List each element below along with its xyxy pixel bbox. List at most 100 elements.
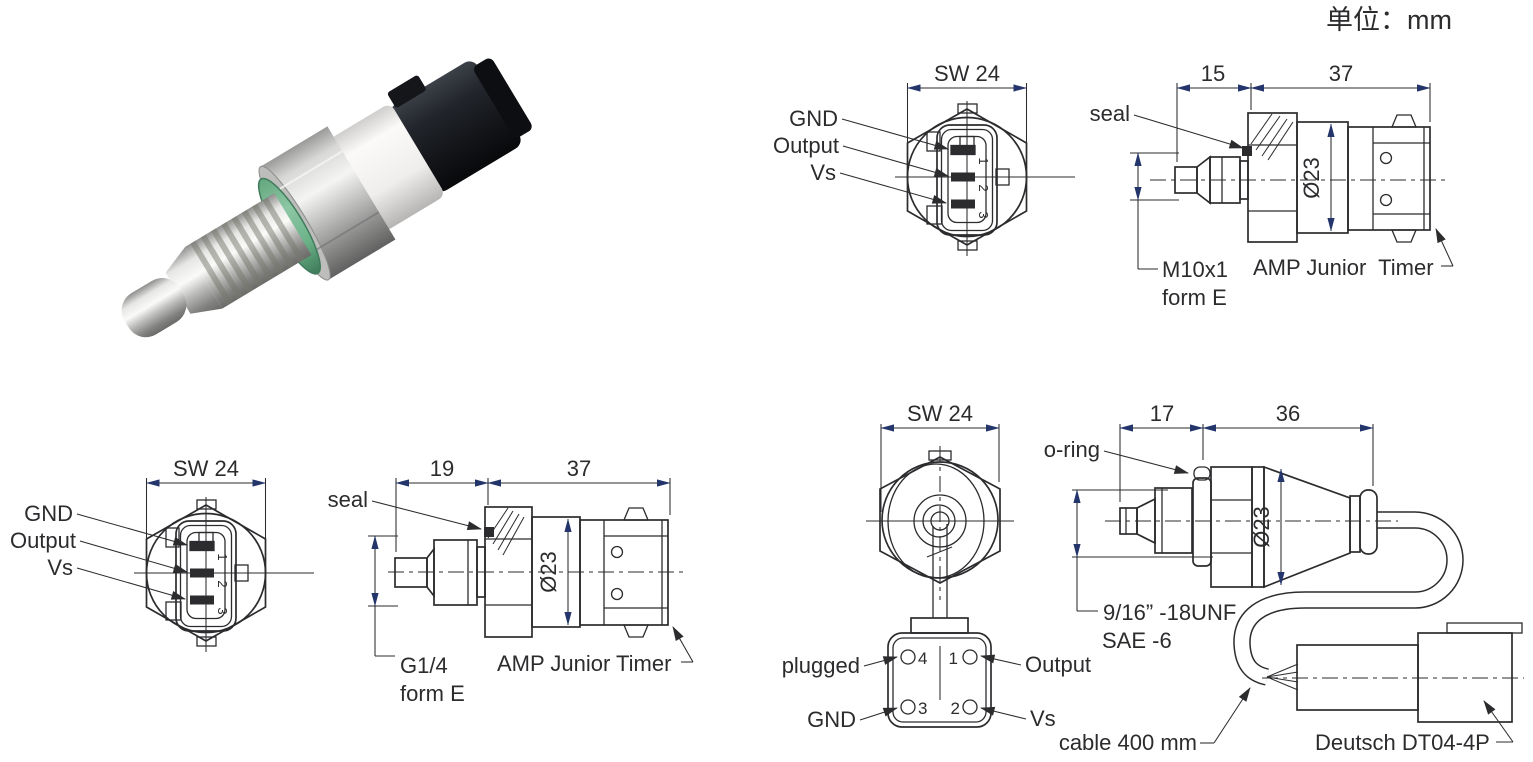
thread-spec-line2: form E: [1162, 285, 1227, 310]
gland-neck: [1349, 495, 1361, 553]
leader-output: [79, 540, 188, 573]
photo-hex-facet-top: [278, 150, 343, 191]
dim-across-flats: SW 24: [173, 456, 239, 481]
leader-plugged: [863, 656, 898, 667]
top-notch: [928, 450, 952, 461]
label-oring: o-ring: [1044, 437, 1100, 462]
dim-diameter: Ø23: [536, 518, 572, 626]
dim-thread-dia: [368, 535, 398, 657]
sensor-profile: [394, 506, 669, 638]
dim-diameter: Ø23: [1249, 468, 1285, 586]
pin-3: [900, 699, 916, 715]
leader-gnd: [841, 118, 949, 150]
connector-label: AMP Junior Timer: [1253, 255, 1434, 280]
seal-washer: [1242, 146, 1252, 156]
sensor-profile: [1119, 465, 1361, 589]
dim-sw24: SW 24: [145, 456, 267, 563]
hex-section: [1210, 466, 1253, 588]
leader-vs: [839, 172, 947, 204]
pin-4-number: 4: [918, 649, 927, 668]
label-gnd: GND: [789, 106, 838, 131]
body-cone: [1263, 465, 1351, 589]
photo-taper: [165, 246, 223, 314]
hex-outline: [879, 456, 1001, 584]
label-vs: Vs: [47, 555, 73, 580]
cable: [1233, 511, 1464, 686]
connector-leader: [672, 626, 694, 663]
dim-body-length: 37: [1329, 61, 1353, 86]
deutsch-connector: [1262, 622, 1524, 723]
dim-sw24: SW 24: [906, 61, 1028, 168]
photo-probe-tip: [121, 277, 187, 338]
unit-label: 单位：mm: [1326, 5, 1452, 35]
label-gnd: GND: [807, 707, 856, 732]
oring-bump: [1193, 466, 1211, 481]
thread-spec-line2: form E: [400, 681, 465, 706]
dim-port-length: 17: [1150, 401, 1174, 426]
label-output: Output: [1025, 652, 1091, 677]
label-vs: Vs: [810, 160, 836, 185]
dim-thread-dia: [1072, 489, 1213, 612]
pin-2: [962, 699, 978, 715]
cable-exit-circle: [930, 511, 950, 531]
dim-body-length: 37: [567, 456, 591, 481]
connector-label: AMP Junior Timer: [497, 651, 671, 676]
pin-1-number: 1: [949, 649, 958, 668]
leader-gnd: [859, 707, 898, 721]
view-amp-g14-side: 19 37 seal: [328, 456, 694, 706]
wedge-tab: [1446, 622, 1523, 634]
leader-oring: [1103, 450, 1189, 474]
photo-connector-tab: [387, 75, 426, 108]
dim-diameter-text: Ø23: [1299, 157, 1324, 199]
leader-gnd: [76, 513, 188, 546]
connector-leader: [1483, 700, 1514, 743]
dim-thread-dia: [1130, 152, 1179, 270]
view-deutsch-face: SW 24 4 1 3 2 plugged: [782, 401, 1091, 732]
thread-spec-line1: M10x1: [1162, 257, 1228, 282]
label-output: Output: [773, 133, 839, 158]
label-plugged: plugged: [782, 653, 860, 678]
deutsch-plug-face: 4 1 3 2: [887, 617, 992, 728]
seal-washer: [484, 527, 494, 537]
thread-spec-line2: SAE -6: [1102, 628, 1172, 653]
seal-hatch: [1250, 113, 1294, 161]
photo-hex-facet-bottom: [315, 211, 380, 252]
cable-break-mark: [926, 546, 953, 558]
label-gnd: GND: [24, 501, 73, 526]
cable-leader: [1213, 687, 1251, 744]
leader-vs: [980, 706, 1027, 720]
dim-port-length: 19: [430, 456, 454, 481]
label-output: Output: [10, 528, 76, 553]
dim-sw24: SW 24: [880, 401, 1000, 512]
pin-2-number: 2: [951, 699, 960, 718]
gland-cap: [1359, 489, 1378, 555]
photo-hex-nut: [258, 126, 396, 281]
dim-across-flats: SW 24: [934, 61, 1000, 86]
connector-label: Deutsch DT04-4P: [1315, 730, 1490, 755]
gland-inner-circle: [922, 504, 956, 538]
label-vs: Vs: [1030, 706, 1056, 731]
pin-3-number: 3: [918, 699, 927, 718]
dim-across-flats: SW 24: [907, 401, 973, 426]
view-amp-m10-face: SW 24 GND Output Vs: [773, 61, 1076, 257]
leader-output: [980, 654, 1022, 666]
view-deutsch-side: 17 36 o-ring Ø23: [1044, 401, 1524, 755]
photo-connector-end: [474, 58, 532, 138]
connector-leader: [1435, 228, 1454, 267]
leader-seal: [371, 500, 482, 530]
wires: [1266, 663, 1299, 691]
amp-connector: [1347, 114, 1431, 243]
seal-hatch: [487, 507, 525, 556]
label-seal: seal: [328, 487, 368, 512]
view-amp-m10-side: 15 37 seal: [1090, 61, 1454, 310]
photo-thread-ridges: [190, 197, 305, 306]
label-seal: seal: [1090, 101, 1130, 126]
dim-body-length: 36: [1276, 401, 1300, 426]
thread-spec-line1: G1/4: [400, 653, 448, 678]
pin-4: [900, 649, 916, 665]
dim-diameter: Ø23: [1299, 123, 1335, 232]
leader-vs: [76, 567, 186, 600]
leader-seal: [1133, 114, 1244, 149]
cable-label: cable 400 mm: [1059, 730, 1197, 755]
